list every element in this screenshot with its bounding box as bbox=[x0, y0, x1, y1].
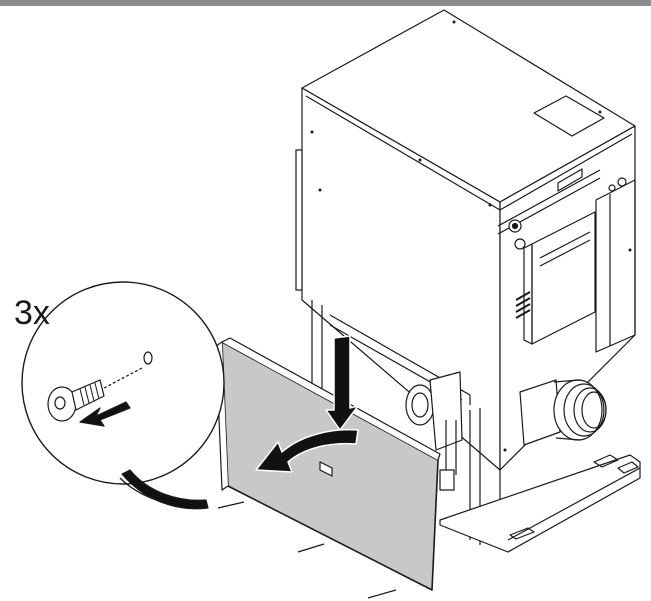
arrow-left-icon bbox=[255, 428, 359, 473]
handle-slot bbox=[557, 168, 583, 192]
quantity-label: 3x bbox=[14, 294, 50, 332]
right-column bbox=[595, 179, 636, 353]
arrow-down-icon bbox=[325, 335, 359, 431]
panel-screw-1 bbox=[217, 501, 245, 509]
remove-arrow-icon bbox=[79, 401, 131, 427]
top-service-cover bbox=[533, 95, 605, 137]
base-plate bbox=[439, 454, 641, 553]
screw-detail-callout bbox=[21, 281, 225, 510]
callout-circle bbox=[21, 281, 225, 485]
screw-icon bbox=[47, 351, 153, 422]
feed-tube bbox=[405, 384, 435, 426]
top-rule bbox=[0, 0, 651, 6]
panel-screw-2 bbox=[297, 543, 325, 553]
panel-screw-3 bbox=[367, 589, 397, 599]
boiler-unit bbox=[295, 9, 641, 553]
front-panel bbox=[215, 337, 441, 599]
flue-outlet bbox=[519, 379, 607, 446]
